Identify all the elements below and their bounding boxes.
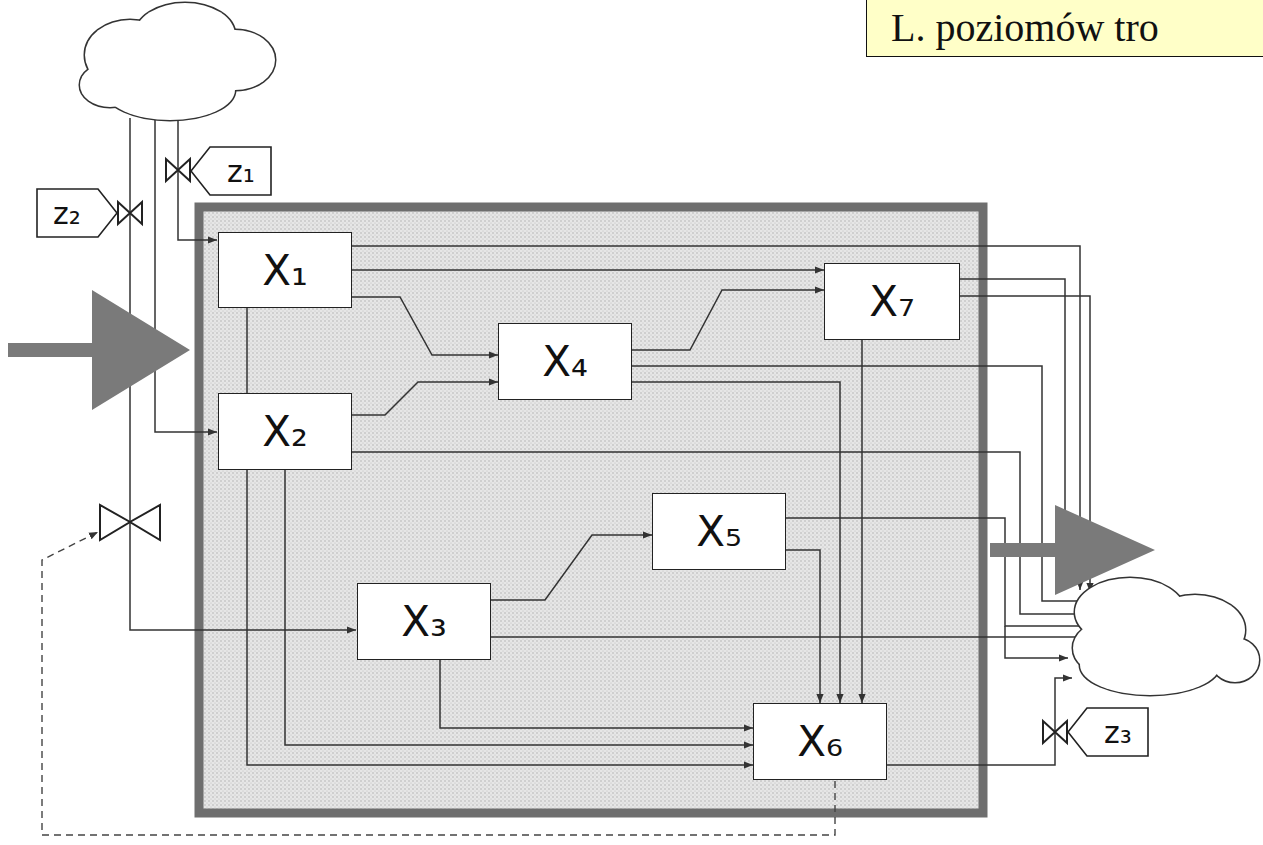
valve-symbol <box>1043 721 1067 743</box>
feedback-line <box>42 532 835 835</box>
flow-arrow <box>861 340 863 703</box>
output-line <box>887 678 1072 765</box>
output-line <box>960 279 1065 588</box>
process-box: X₄ <box>498 323 632 400</box>
environment-cloud <box>80 3 275 120</box>
title-box: L. poziomów tro <box>866 0 1263 57</box>
node-label: X₆ <box>797 717 843 766</box>
process-box: X₃ <box>357 583 491 660</box>
output-line <box>490 636 1114 638</box>
tag-outline <box>1068 708 1148 756</box>
control-valve <box>100 505 160 540</box>
output-line <box>632 366 1103 601</box>
node-label: X₃ <box>401 597 447 646</box>
tag-outline <box>191 147 271 195</box>
node-label: z₁ <box>227 154 255 189</box>
input-pipes <box>130 118 356 630</box>
output-lines <box>352 246 1114 765</box>
flow-arrow <box>632 290 824 350</box>
process-box: X₅ <box>652 493 786 570</box>
tag-outline <box>37 189 117 237</box>
output-line <box>1005 626 1068 658</box>
input-arrow <box>8 290 190 410</box>
process-box: X₆ <box>753 703 887 780</box>
valve-symbol <box>118 202 142 224</box>
input-pipe <box>130 118 356 630</box>
node-label: L. poziomów tro <box>891 4 1159 51</box>
parameter-tag: z₁ <box>190 146 272 196</box>
environment-cloud <box>1073 578 1259 695</box>
flow-arrow <box>352 269 824 271</box>
node-label: X₁ <box>262 246 308 295</box>
process-box: X₁ <box>218 232 352 308</box>
node-label: z₂ <box>53 196 81 231</box>
flow-arrow <box>352 382 498 415</box>
process-box: X₂ <box>218 393 352 470</box>
system-boundary <box>199 207 983 813</box>
valve-symbol <box>166 159 190 181</box>
node-label: X₇ <box>869 277 915 326</box>
node-label: z₃ <box>1104 715 1132 750</box>
flow-arrow <box>352 297 498 355</box>
node-label: X₂ <box>262 407 308 456</box>
output-line <box>352 246 1080 590</box>
process-box: X₇ <box>824 263 960 340</box>
node-label: X₄ <box>542 337 588 386</box>
flow-arrow <box>491 535 652 600</box>
flow-arrow <box>440 660 753 728</box>
node-label: X₅ <box>696 507 742 556</box>
parameter-tag: z₂ <box>36 188 118 238</box>
flow-arrow <box>786 550 820 703</box>
valves <box>100 159 1067 743</box>
parameter-tag: z₃ <box>1067 707 1149 757</box>
flow-arrow <box>632 382 840 703</box>
